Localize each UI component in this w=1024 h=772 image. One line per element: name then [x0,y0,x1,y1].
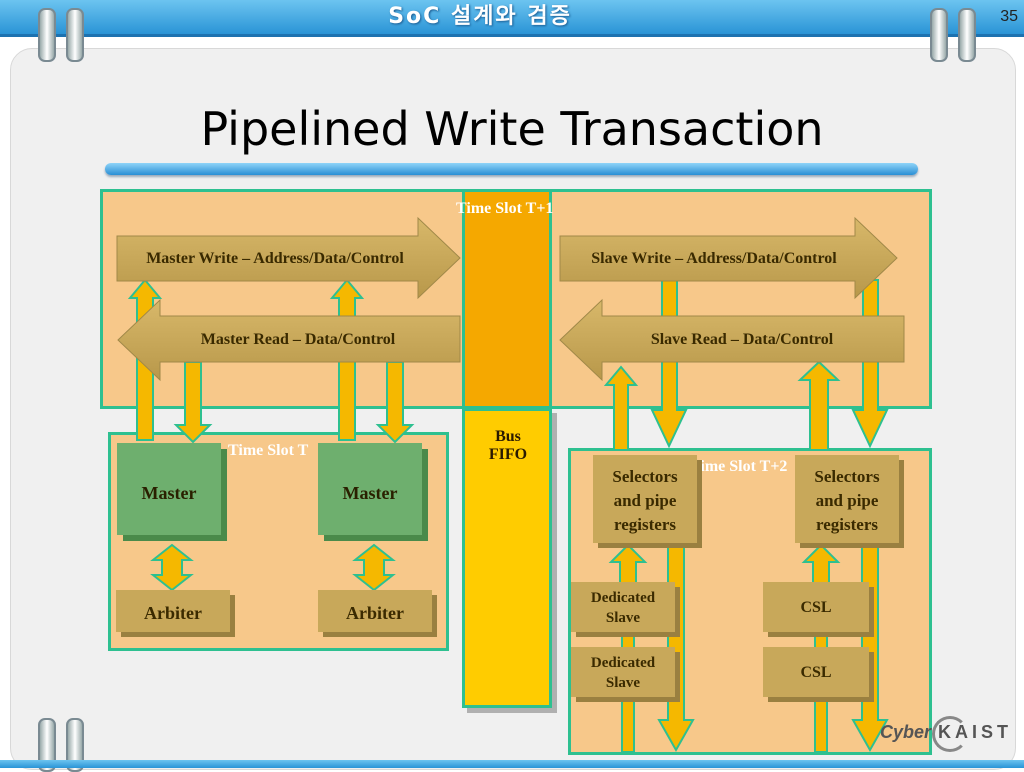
time-slot-t1-label: Time Slot T+1 [456,200,554,217]
dedicated-slave-box-1: Dedicated Slave [571,582,675,632]
master-write-arrow [116,216,461,300]
top-bar [0,0,1024,37]
dedicated-slave-line: Dedicated [590,655,656,671]
master-box-2: Master [318,443,422,535]
arbiter-box-1: Arbiter [116,590,230,632]
master-label: Master [141,483,197,503]
selectors-box-2: Selectors and pipe registers [795,455,899,543]
connector-bar [814,631,828,649]
double-arrow [352,543,396,592]
master-write-label: Master Write – Address/Data/Control [146,250,404,267]
slave-read-arrow [559,298,905,382]
binder-ring [958,8,976,62]
csl-box-2: CSL [763,647,869,697]
dedicated-slave-line: Dedicated [590,590,656,606]
binder-ring [66,8,84,62]
cyber-kaist-logo: Cyber KAIST [880,712,1010,752]
arbiter-box-2: Arbiter [318,590,432,632]
connector-bar [621,629,635,649]
connector-bar [621,695,635,753]
selectors-line: Selectors [814,467,880,486]
title-underline [105,163,918,175]
up-arrow [797,360,841,451]
slave-write-arrow [559,216,898,300]
slave-read-label: Slave Read – Data/Control [650,331,834,348]
time-slot-t2-label: Time Slot T+2 [690,458,788,475]
bus-fifo-top [462,189,552,409]
csl-box-1: CSL [763,582,869,632]
slave-write-label: Slave Write – Address/Data/Control [591,250,837,267]
down-arrow [650,279,688,449]
bus-fifo-label: Bus FIFO [470,428,546,464]
selectors-line: and pipe [815,491,879,510]
selectors-line: Selectors [612,467,678,486]
slide-title: Pipelined Write Transaction [200,102,824,156]
master-read-label: Master Read – Data/Control [200,331,396,348]
logo-swoosh-icon [932,716,968,752]
down-arrow [657,544,695,753]
selectors-line: registers [816,515,878,534]
bus-fifo-line1: Bus [495,428,521,445]
dedicated-slave-box-2: Dedicated Slave [571,647,675,697]
dedicated-slave-line: Slave [605,675,641,691]
down-arrow [375,361,415,444]
down-arrow [851,279,889,449]
double-arrow [150,543,194,592]
header-banner: SoC 설계와 검증 [388,4,572,29]
binder-ring [930,8,948,62]
down-arrow [173,361,213,444]
connector-bar [814,696,828,753]
time-slot-t-label: Time Slot T [228,442,309,459]
master-label: Master [342,483,398,503]
master-read-arrow [117,298,461,382]
selectors-line: registers [614,515,676,534]
dedicated-slave-line: Slave [605,610,641,626]
page-number: 35 [1000,8,1018,25]
bus-fifo-line2: FIFO [488,446,528,463]
selectors-line: and pipe [613,491,677,510]
logo-text-right: KAIST [938,722,1012,742]
selectors-box-1: Selectors and pipe registers [593,455,697,543]
binder-ring [38,8,56,62]
up-arrow [603,365,639,451]
logo-text-left: Cyber [880,722,932,742]
bus-fifo-bottom [462,408,552,708]
master-box-1: Master [117,443,221,535]
bottom-bar [0,760,1024,768]
down-arrow [851,544,889,753]
